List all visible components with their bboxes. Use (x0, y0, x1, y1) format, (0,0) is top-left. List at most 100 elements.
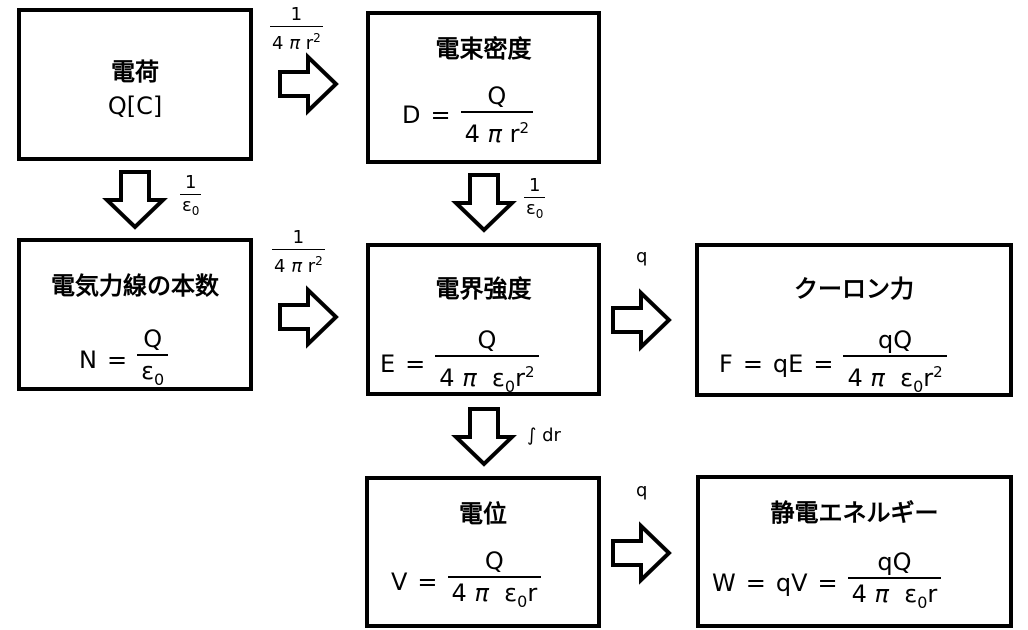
node-potential: 電位 V = Q 4 π ε0r (365, 476, 601, 628)
eq-denominator: 4 π ε0r2 (843, 355, 947, 402)
node-field-strength: 電界強度 E = Q 4 π ε0r2 (366, 243, 601, 396)
potential-equation: V = Q 4 π ε0r (391, 546, 542, 617)
label-numerator: 1 (292, 227, 305, 248)
eq-lhs: D (402, 101, 421, 129)
den-pi: π (289, 33, 301, 54)
eq-sign-2: = (813, 349, 834, 378)
flux-density-equation: D = Q 4 π r2 (402, 81, 534, 149)
den-pi: π (487, 120, 502, 148)
eq-mid: qE (772, 349, 804, 378)
den-pi: π (462, 364, 477, 392)
den-coef: 4 (272, 33, 284, 54)
node-field-lines-title: 電気力線の本数 (51, 272, 219, 300)
eq-numerator: Q (487, 82, 507, 110)
den-sub: 0 (517, 592, 528, 611)
node-charge: 電荷 Q[C] (17, 8, 253, 161)
eq-lhs: N (79, 345, 97, 374)
eq-denominator: 4 π ε0r (447, 576, 542, 617)
node-flux-density-title: 電束密度 (435, 35, 532, 63)
node-energy: 静電エネルギー W = qV = qQ 4 π ε0r (696, 475, 1013, 628)
right-arrow-icon (278, 285, 339, 349)
eq-numerator: Q (143, 325, 163, 353)
eq-fraction: qQ 4 π ε0r (847, 547, 942, 618)
eq-fraction: Q 4 π ε0r (447, 546, 542, 617)
den-r: r (527, 579, 538, 607)
den-exp: 2 (933, 363, 943, 381)
field-strength-equation: E = Q 4 π ε0r2 (380, 325, 539, 402)
den-sub: 0 (504, 377, 516, 396)
eq-numerator: qQ (877, 326, 913, 354)
den-pi: π (870, 364, 885, 392)
right-arrow-icon (278, 52, 339, 116)
down-arrow-icon (451, 407, 517, 467)
node-potential-title: 電位 (459, 500, 507, 528)
eq-sign: = (745, 568, 766, 597)
node-energy-title: 静電エネルギー (770, 499, 939, 527)
eq-sign: = (430, 101, 451, 129)
den-sub: 0 (917, 593, 928, 612)
den-pi: π (291, 256, 303, 277)
eq-denominator: 4 π ε0r (847, 577, 942, 618)
eq-numerator: Q (477, 326, 497, 354)
den-r: r (305, 33, 314, 54)
den-r: r (509, 120, 520, 148)
eq-fraction: Q 4 π ε0r2 (435, 325, 539, 402)
eq-denominator: 4 π r2 (460, 111, 534, 149)
edge-label-potential-to-energy: q (636, 480, 648, 501)
eq-fraction: Q 4 π r2 (460, 81, 534, 149)
den-epsilon: ε (141, 357, 155, 385)
node-charge-title: 電荷 (111, 58, 159, 86)
label-denominator: ε0 (524, 197, 546, 225)
label-denominator: 4 π r2 (270, 26, 323, 55)
eq-denominator: ε0 (137, 354, 169, 395)
eq-sign: = (405, 349, 426, 378)
eq-lhs: F (719, 349, 733, 378)
den-coef: 4 (274, 256, 286, 277)
coulomb-force-equation: F = qE = qQ 4 π ε0r2 (719, 325, 947, 402)
den-sub: 0 (191, 204, 200, 218)
node-field-strength-title: 電界強度 (435, 275, 532, 303)
den-coef: 4 (847, 364, 863, 392)
den-epsilon: ε (904, 580, 918, 608)
eq-lhs: V (391, 567, 408, 596)
eq-sign-2: = (817, 568, 838, 597)
label-numerator: 1 (528, 175, 541, 196)
den-sub: 0 (913, 377, 924, 396)
eq-sign: = (742, 349, 763, 378)
eq-denominator: 4 π ε0r2 (435, 355, 539, 402)
den-r: r (515, 364, 525, 392)
eq-numerator: qQ (877, 548, 912, 576)
eq-mid: qV (775, 568, 808, 597)
down-arrow-icon (102, 170, 168, 230)
energy-equation: W = qV = qQ 4 π ε0r (712, 547, 942, 618)
den-exp: 2 (313, 31, 321, 45)
field-lines-equation: N = Q ε0 (79, 324, 169, 395)
den-r: r (923, 364, 934, 392)
den-exp: 2 (519, 119, 530, 137)
edge-label-charge-to-lines: 1 ε0 (180, 172, 202, 222)
den-sub: 0 (154, 370, 165, 389)
den-epsilon: ε (182, 195, 192, 216)
node-flux-density: 電束密度 D = Q 4 π r2 (366, 11, 601, 164)
right-arrow-icon (611, 521, 672, 585)
label-numerator: 1 (184, 172, 197, 193)
down-arrow-icon (451, 173, 517, 233)
den-coef: 4 (439, 364, 455, 392)
label-denominator: 4 π r2 (272, 249, 325, 278)
edge-label-flux-to-field: 1 ε0 (524, 175, 546, 225)
den-sub: 0 (535, 207, 544, 221)
den-exp: 2 (315, 254, 323, 268)
den-exp: 2 (524, 363, 535, 381)
node-coulomb-force: クーロン力 F = qE = qQ 4 π ε0r2 (695, 243, 1013, 397)
den-r: r (927, 580, 938, 608)
node-field-lines: 電気力線の本数 N = Q ε0 (17, 238, 253, 391)
eq-sign: = (106, 345, 128, 374)
den-epsilon: ε (526, 198, 536, 219)
edge-label-lines-to-field: 1 4 π r2 (272, 227, 325, 278)
label-denominator: ε0 (180, 194, 202, 222)
eq-numerator: Q (484, 547, 504, 575)
node-coulomb-force-title: クーロン力 (794, 275, 914, 303)
eq-lhs: W (712, 568, 736, 597)
right-arrow-icon (611, 288, 672, 352)
eq-lhs: E (380, 349, 396, 378)
